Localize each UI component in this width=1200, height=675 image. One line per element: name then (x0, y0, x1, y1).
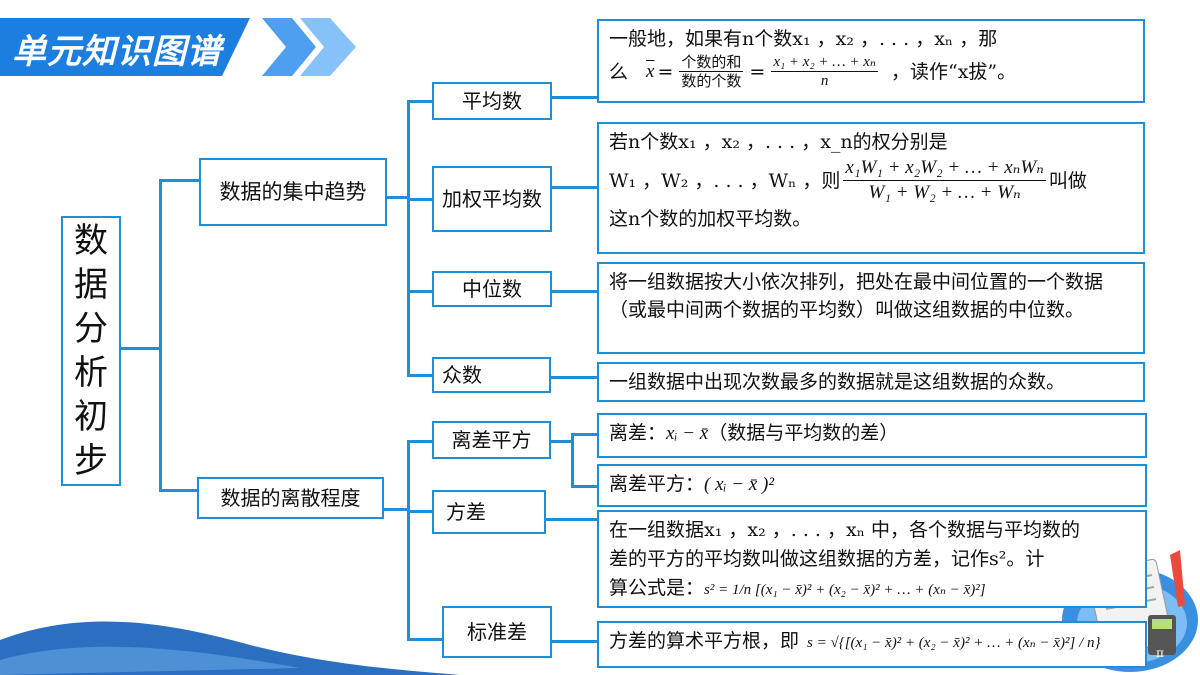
node-deviation-sq: 离差平方 (432, 421, 551, 459)
node-median: 中位数 (432, 271, 552, 307)
deviation-sq-formula: ( xᵢ − x̄ )² (704, 474, 775, 495)
variance-formula: s² = 1/n [(x₁ − x̄)² + (x₂ − x̄)² + … + … (704, 582, 986, 598)
node-mode: 众数 (432, 357, 551, 393)
svg-text:π: π (1156, 646, 1164, 660)
variance-line3-prefix: 算公式是： (609, 577, 705, 599)
banner-shape (0, 18, 356, 76)
deviation-prefix: 离差： (609, 422, 667, 444)
weighted-formula-den: W₁ + W₂ + … + Wₙ (868, 182, 1021, 203)
node-weighted-mean: 加权平均数 (432, 166, 552, 232)
root-label: 数据分析初步 (74, 221, 108, 481)
deviation-suffix: （数据与平均数的差） (708, 422, 899, 444)
node-variance-label: 方差 (446, 500, 486, 524)
weighted-line2-prefix: W₁ ，W₂ ，. . . ，Wₙ ，则 (609, 169, 841, 192)
mean-formula-num: x₁ + x₂ + … + xₙ (771, 54, 878, 72)
variance-line2: 差的平方的平均数叫做这组数据的方差，记作s²。计 (609, 548, 1045, 570)
definition-mean-suffix: ，读作“x拔”。 (891, 60, 1017, 83)
node-variance: 方差 (432, 490, 546, 534)
node-std-dev-label: 标准差 (467, 620, 527, 644)
weighted-formula-num: x₁W₁ + x₂W₂ + … + xₙWₙ (843, 156, 1046, 181)
node-deviation-sq-label: 离差平方 (451, 428, 532, 452)
node-weighted-mean-label: 加权平均数 (442, 187, 542, 211)
branch-central-label: 数据的集中趋势 (219, 180, 367, 204)
definition-deviation-sq: 离差平方：( xᵢ − x̄ )² (597, 464, 1147, 507)
definition-mode: 一组数据中出现次数最多的数据就是这组数据的众数。 (597, 362, 1145, 402)
definition-deviation: 离差：xᵢ − x̄（数据与平均数的差） (597, 413, 1147, 458)
definition-mean-prefix: 么 (609, 60, 629, 83)
branch-central-tendency: 数据的集中趋势 (199, 158, 387, 226)
node-mode-label: 众数 (442, 363, 482, 387)
std-formula: s = √{[(x₁ − x̄)² + (x₂ − x̄)² + … + (xₙ… (807, 635, 1101, 651)
definition-weighted-mean: 若n个数x₁ ，x₂ ，. . . ，x_n的权分别是 W₁ ，W₂ ，. . … (597, 122, 1145, 254)
mean-xbar: x (646, 60, 655, 82)
weighted-line1: 若n个数x₁ ，x₂ ，. . . ，x_n的权分别是 (609, 131, 948, 153)
deviation-sq-prefix: 离差平方： (609, 473, 705, 495)
root-node: 数据分析初步 (61, 216, 121, 486)
decorative-wave (0, 621, 460, 675)
node-median-label: 中位数 (462, 277, 522, 301)
mean-frac-num: 个数的和 (679, 53, 744, 72)
branch-dispersion-label: 数据的离散程度 (220, 486, 361, 510)
median-text: 将一组数据按大小依次排列，把处在最中间位置的一个数据（或最中间两个数据的平均数）… (609, 271, 1104, 321)
node-mean-label: 平均数 (462, 89, 522, 113)
branch-dispersion: 数据的离散程度 (197, 477, 384, 519)
weighted-line3: 这n个数的加权平均数。 (609, 208, 812, 230)
node-std-dev: 标准差 (442, 606, 552, 658)
definition-variance: 在一组数据x₁ ，x₂ ，. . . ，xₙ 中，各个数据与平均数的 差的平方的… (597, 510, 1147, 608)
node-mean: 平均数 (432, 82, 552, 120)
definition-mean: 一般地，如果有n个数x₁ ，x₂ ，. . . ，xₙ ，那 么 x = 个数的… (597, 19, 1145, 103)
banner-title: 单元知识图谱 (12, 32, 222, 72)
mode-text: 一组数据中出现次数最多的数据就是这组数据的众数。 (609, 371, 1066, 393)
deviation-formula: xᵢ − x̄ (666, 423, 709, 444)
mean-formula-den: n (820, 73, 829, 89)
std-prefix: 方差的算术平方根，即 (609, 630, 800, 652)
definition-mean-line1: 一般地，如果有n个数x₁ ，x₂ ，. . . ，xₙ ，那 (609, 28, 998, 50)
mean-frac-den: 数的个数 (681, 72, 742, 90)
variance-line1: 在一组数据x₁ ，x₂ ，. . . ，xₙ 中，各个数据与平均数的 (609, 519, 1080, 541)
definition-median: 将一组数据按大小依次排列，把处在最中间位置的一个数据（或最中间两个数据的平均数）… (597, 262, 1145, 354)
weighted-line2-suffix: 叫做 (1048, 169, 1087, 192)
definition-std-dev: 方差的算术平方根，即 s = √{[(x₁ − x̄)² + (x₂ − x̄)²… (597, 621, 1147, 668)
